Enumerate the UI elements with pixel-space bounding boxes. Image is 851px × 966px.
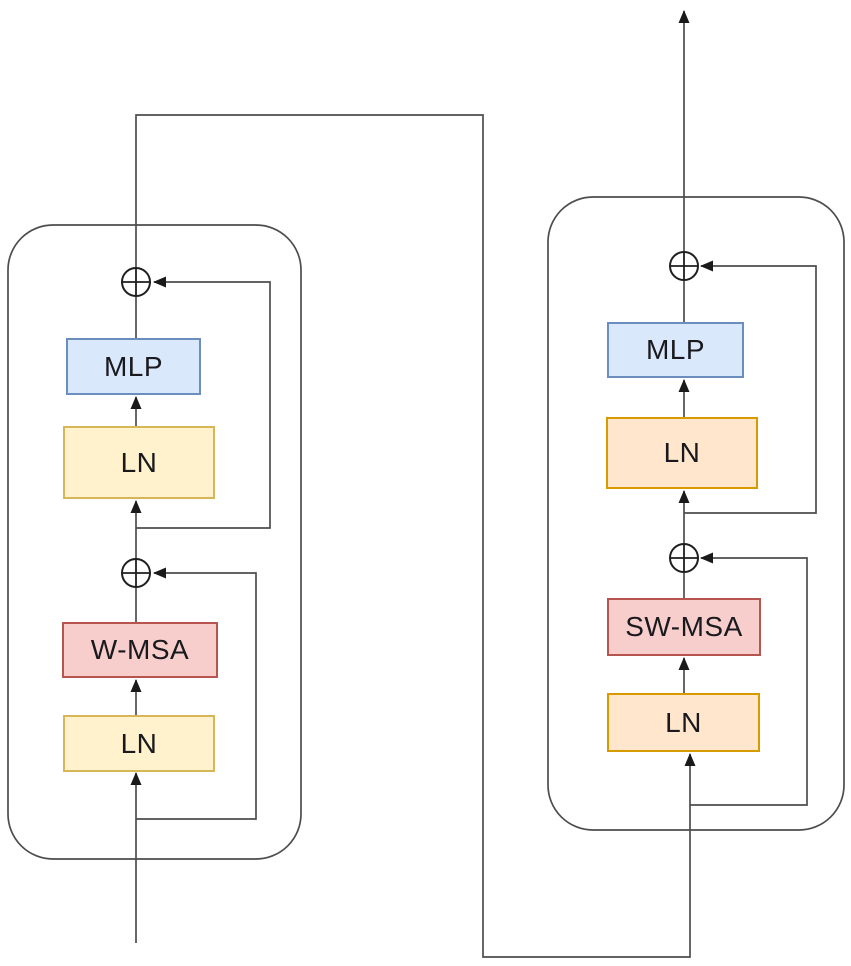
right-lower-residual-connector (690, 552, 808, 806)
left-ln-bottom-box (63, 715, 215, 772)
left-wmsa-box (62, 622, 218, 678)
plus-circle-icon (121, 558, 151, 588)
right-upper-residual-connector (684, 260, 817, 514)
left-lower-residual-connector (136, 567, 257, 820)
left-ln-top-label: LN (120, 446, 158, 478)
right-swmsa-label: SW-MSA (625, 611, 743, 642)
left-mlp-box (66, 338, 201, 395)
right-mlp-box (607, 322, 744, 378)
right-ln-bottom-box (607, 693, 760, 752)
right-mlp-label: MLP (645, 334, 706, 365)
right-block-outline (547, 196, 845, 831)
plus-circle-icon (669, 543, 699, 573)
left-wmsa-label: W-MSA (90, 634, 190, 665)
right-swmsa-box (607, 598, 761, 656)
left-upper-residual-connector (136, 276, 271, 529)
plus-circle-icon (669, 251, 699, 281)
right-ln-bottom-label: LN (665, 706, 702, 738)
right-ln-top-box (606, 417, 758, 489)
left-block-outline (7, 224, 302, 860)
left-output-to-right-input-connector (135, 114, 696, 958)
left-mlp-label: MLP (103, 350, 164, 382)
plus-circle-icon (121, 267, 151, 297)
right-ln-top-label: LN (663, 437, 701, 468)
left-ln-bottom-label: LN (120, 727, 158, 759)
left-ln-top-box (63, 426, 215, 499)
